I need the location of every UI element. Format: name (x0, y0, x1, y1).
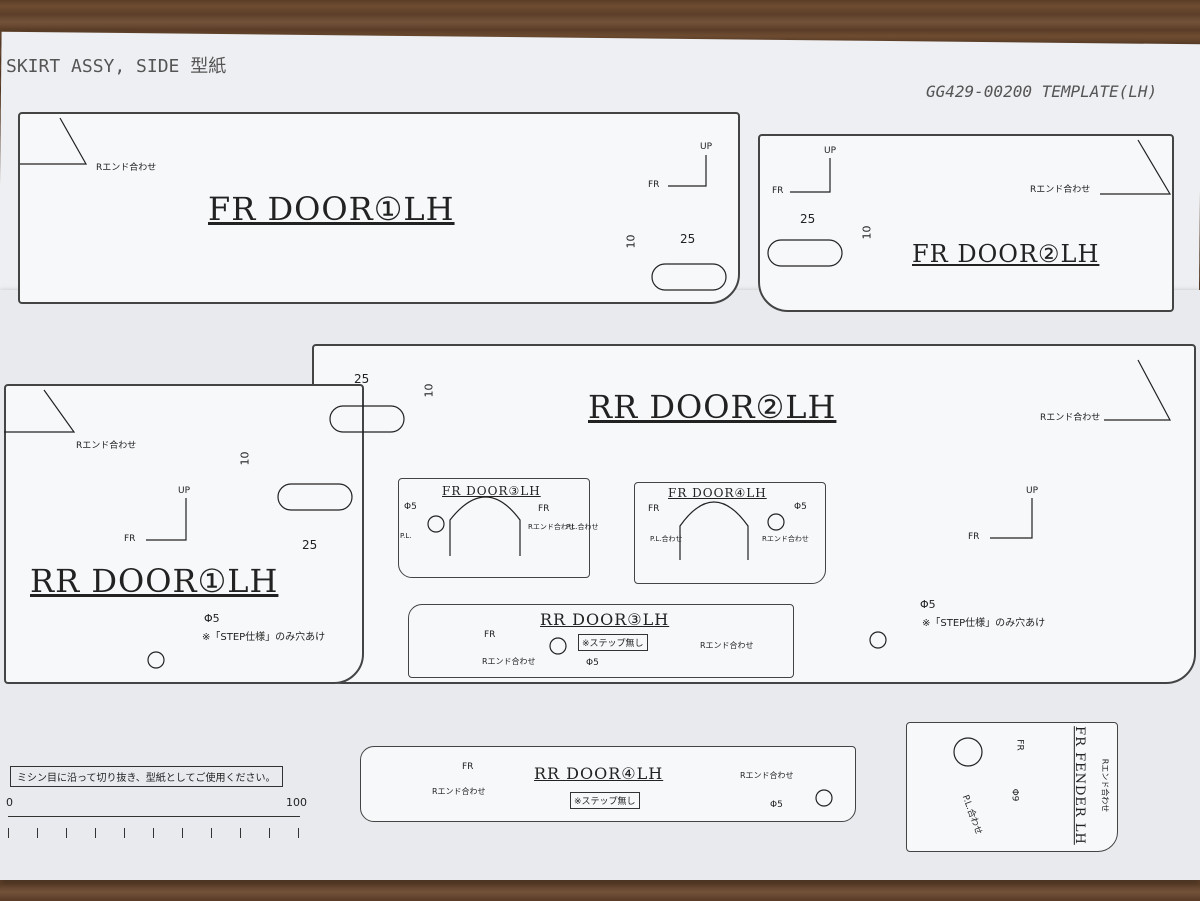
fr-door-2-rend-label: Rエンド合わせ (1030, 185, 1091, 195)
fr-door-3-pl: P.L.合わせ (566, 523, 599, 531)
rr-door-1-fr: FR (124, 534, 136, 544)
fr-door-1-title: FR DOOR①LH (208, 190, 455, 228)
ruler-end-label: 100 (286, 796, 307, 809)
rr-door-3-no-step: ※ステップ無し (578, 634, 648, 651)
template-rr-door-4 (360, 746, 856, 822)
rr-door-3-rend2: Rエンド合わせ (700, 641, 754, 650)
fr-door-3-title: FR DOOR③LH (442, 484, 541, 498)
rr-door-3-title: RR DOOR③LH (540, 610, 670, 629)
fr-door-2-title: FR DOOR②LH (912, 240, 1100, 268)
ruler-tick (8, 828, 9, 838)
fr-door-2-up: UP (824, 146, 837, 156)
fr-door-1-up: UP (700, 142, 713, 152)
rr-door-2-leader (1104, 359, 1171, 421)
ruler-tick (95, 828, 96, 838)
ruler-start-label: 0 (6, 796, 13, 809)
template-fr-fender (906, 722, 1118, 852)
fr-door-1-dim-w: 25 (680, 232, 696, 246)
ruler-tick (240, 828, 241, 838)
rr-door-3-hole: Φ5 (586, 658, 599, 668)
template-fr-door-3 (398, 478, 590, 578)
fr-door-1-slot (651, 263, 727, 291)
fr-door-4-arch (679, 501, 749, 560)
ruler-tick (182, 828, 183, 838)
rr-door-4-hole-mark (815, 789, 833, 807)
header-right-title: GG429-00200 TEMPLATE(LH) (926, 82, 1158, 101)
ruler-tick (269, 828, 270, 838)
fr-door-4-title: FR DOOR④LH (668, 486, 767, 500)
rr-door-2-slot (329, 405, 405, 433)
rr-door-1-rend-label: Rエンド合わせ (76, 441, 137, 451)
rr-door-1-note: ※「STEP仕様」のみ穴あけ (202, 632, 326, 643)
template-rr-door-3 (408, 604, 794, 678)
rr-door-1-up: UP (178, 486, 191, 496)
rr-door-3-rend: Rエンド合わせ (482, 657, 536, 666)
rr-door-1-hole-mark (147, 651, 165, 669)
rr-door-1-leader (4, 389, 76, 433)
rr-door-2-fr: FR (968, 532, 980, 542)
fr-door-1-fr: FR (648, 180, 660, 190)
fr-fender-hole-mark (953, 737, 983, 767)
ruler-tick (298, 828, 299, 838)
ruler-tick (66, 828, 67, 838)
rr-door-3-hole-mark (549, 637, 567, 655)
rr-door-1-dim-w: 25 (302, 538, 318, 552)
fr-door-2-dim-w: 25 (800, 212, 816, 226)
rr-door-1-slot (277, 483, 353, 511)
fr-door-3-arch (449, 496, 521, 556)
rr-door-3-fr: FR (484, 630, 496, 640)
rr-door-2-arrow (990, 498, 1033, 539)
rr-door-1-hole: Φ5 (204, 612, 220, 625)
fr-door-4-rend: Rエンド合わせ (762, 535, 809, 543)
fr-door-3-hole: Φ5 (404, 502, 417, 512)
template-fr-door-4 (634, 482, 826, 584)
rr-door-2-rend-label: Rエンド合わせ (1040, 413, 1101, 423)
fr-door-2-slot (767, 239, 843, 267)
fr-door-3-fr: FR (538, 504, 550, 514)
fr-door-3-hole-mark (427, 515, 445, 533)
fr-door-1-arrow (668, 155, 707, 187)
rr-door-2-title: RR DOOR②LH (588, 388, 837, 426)
template-fr-door-2 (758, 134, 1174, 312)
rr-door-1-arrow (146, 498, 187, 541)
fr-door-4-hole-mark (767, 513, 785, 531)
ruler (8, 816, 300, 845)
fr-door-1-leader (20, 117, 88, 165)
rr-door-2-hole: Φ5 (920, 598, 936, 611)
rr-door-2-up: UP (1026, 486, 1039, 496)
fr-door-3-rend: Rエンド合わせ (528, 523, 575, 531)
fr-door-2-arrow (790, 158, 831, 193)
rr-door-4-hole: Φ5 (770, 800, 783, 810)
ruler-tick (37, 828, 38, 838)
fr-door-4-fr: FR (648, 504, 660, 514)
template-fr-door-1 (18, 112, 740, 304)
rr-door-4-rend: Rエンド合わせ (432, 787, 486, 796)
rr-door-4-no-step: ※ステップ無し (570, 792, 640, 809)
rr-door-4-title: RR DOOR④LH (534, 764, 664, 783)
ruler-tick (153, 828, 154, 838)
fr-door-1-rend-label: Rエンド合わせ (96, 163, 157, 173)
template-rr-door-1 (4, 384, 364, 684)
fr-door-4-hole: Φ5 (794, 502, 807, 512)
rr-door-2-dim-w: 25 (354, 372, 370, 386)
fr-door-3-pl2: P.L. (400, 532, 412, 540)
ruler-tick (211, 828, 212, 838)
rr-door-4-rend2: Rエンド合わせ (740, 771, 794, 780)
fr-door-4-pl: P.L.合わせ (650, 535, 683, 543)
rr-door-1-title: RR DOOR①LH (30, 562, 279, 600)
cut-instruction: ミシン目に沿って切り抜き、型紙としてご使用ください。 (10, 766, 283, 787)
rr-door-4-fr: FR (462, 762, 474, 772)
fr-door-2-fr: FR (772, 186, 784, 196)
fr-door-2-leader (1100, 139, 1172, 195)
ruler-tick (124, 828, 125, 838)
rr-door-2-hole-mark (869, 631, 887, 649)
header-left-title: SKIRT ASSY, SIDE 型紙 (6, 56, 227, 77)
rr-door-2-note: ※「STEP仕様」のみ穴あけ (922, 618, 1046, 629)
